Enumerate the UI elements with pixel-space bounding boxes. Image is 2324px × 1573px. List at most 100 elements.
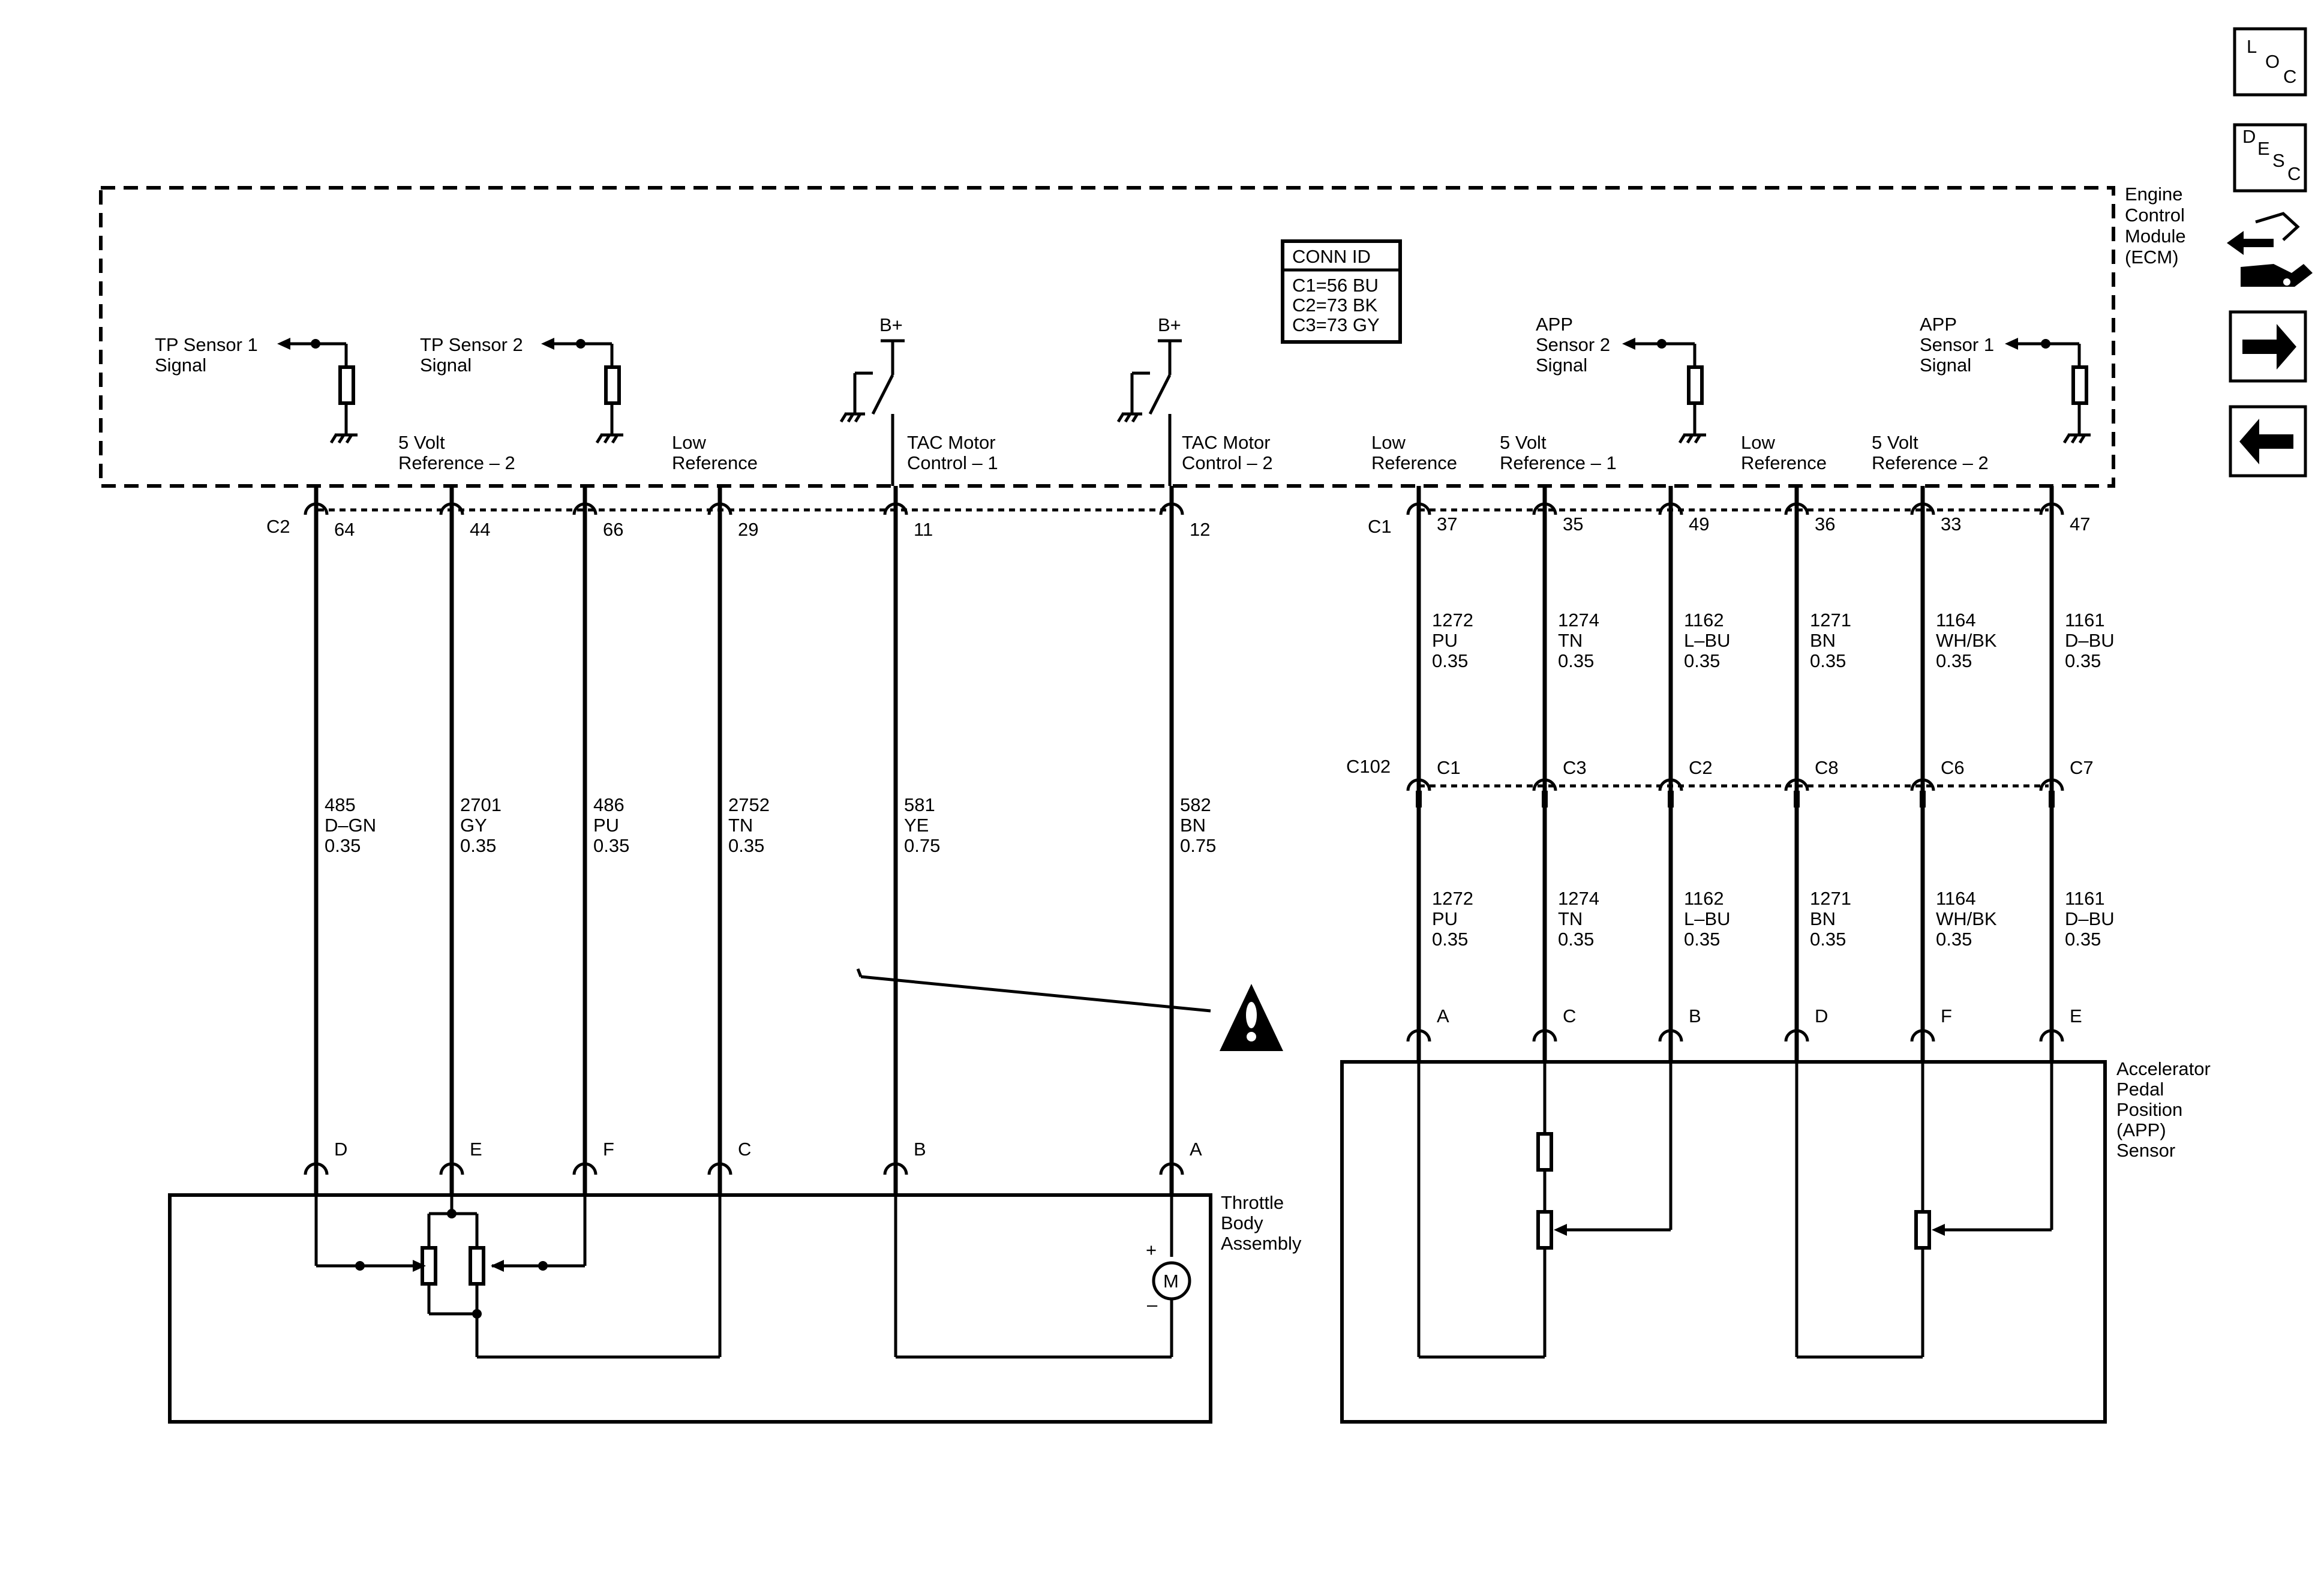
c102-pin-label: C8 [1815, 757, 1839, 778]
c102-pin-label: C7 [2070, 757, 2094, 778]
ecm-pin-number: 66 [603, 519, 623, 540]
previous-page-button[interactable] [2229, 405, 2307, 478]
ecm-pin-label-5v-ref-1: 5 Volt Reference – 1 [1500, 432, 1617, 473]
svg-text:B+: B+ [879, 314, 903, 335]
ecm-pin-number: 49 [1689, 514, 1709, 535]
ecm-connector-pin [1406, 502, 1431, 522]
connector-c102-label: C102 [1346, 756, 1391, 777]
ecm-connector-pin [1910, 502, 1935, 522]
device-pin-letter: D [334, 1139, 347, 1160]
device-pin-letter: A [1437, 1005, 1449, 1026]
ecm-connector-pin [1532, 502, 1557, 522]
ecm-label: Engine Control Module (ECM) [2125, 184, 2191, 268]
signal-app2: APP Sensor 2 Signal [1536, 314, 1706, 444]
desc-icon: D E S C [2242, 126, 2301, 184]
connector-tool-icon [2227, 212, 2313, 287]
ecm-pin-number: 37 [1437, 514, 1457, 535]
ecm-pin-number: 33 [1941, 514, 1961, 535]
tac-driver-2: B+ [1116, 314, 1182, 486]
app-sensor: Accelerator Pedal Position (APP) Sensor [1340, 1058, 2215, 1424]
device-connector-pin [707, 1161, 732, 1182]
device-connector-pin [2039, 1028, 2064, 1049]
c102-pin-label: C6 [1941, 757, 1965, 778]
svg-text:APP Sensor 2 S: APP Sensor 2 Signal [1536, 314, 1616, 376]
app-sensor-label: Accelerator Pedal Position (APP) Sensor [2116, 1058, 2215, 1161]
svg-text:B+: B+ [1158, 314, 1181, 335]
conn-id-line: C1=56 BU [1292, 275, 1379, 296]
conn-id-title: CONN ID [1292, 246, 1371, 267]
device-connector-pin [883, 1161, 908, 1182]
ecm-module: Engine Control Module (ECM) CONN ID C1=5… [99, 184, 2191, 488]
device-pin-letter: C [1563, 1005, 1576, 1026]
twisted-pair-line [860, 975, 1211, 1013]
next-page-button[interactable] [2229, 310, 2307, 383]
connector-tool-button[interactable] [2227, 212, 2313, 287]
c102-pin-label: C1 [1437, 757, 1461, 778]
loc-button[interactable]: L O C [2233, 27, 2307, 97]
signal-tp2: TP Sensor 2 Signal [420, 334, 623, 444]
motor-minus: – [1147, 1294, 1158, 1315]
device-connector-pin [1910, 1028, 1935, 1049]
device-connector-pin [1406, 1028, 1431, 1049]
ecm-connector-pin [572, 502, 597, 522]
caution-icon [1220, 984, 1283, 1051]
connector-c2-label: C2 [266, 516, 290, 537]
conn-id-line: C3=73 GY [1292, 314, 1380, 335]
device-connector-pin [1784, 1028, 1809, 1049]
loc-icon: L O C [2247, 36, 2296, 87]
ecm-boundary [99, 186, 2115, 488]
ecm-pin-number: 35 [1563, 514, 1583, 535]
ecm-connector-pin [883, 502, 908, 522]
ecm-pin-number: 64 [334, 519, 355, 540]
ecm-pin-label-5v-ref-2: 5 Volt Reference – 2 [1872, 432, 1989, 473]
desc-button[interactable]: D E S C [2233, 123, 2307, 193]
c102-pin-label: C3 [1563, 757, 1587, 778]
device-connector-pin [1532, 1028, 1557, 1049]
svg-text:TP Sensor 1 Signal: TP Sensor 1 Signal [155, 334, 263, 376]
device-connector-pin [439, 1161, 464, 1182]
ecm-pin-label-low-ref: Low Reference [1371, 432, 1457, 473]
connector-c1-label: C1 [1368, 516, 1392, 537]
ecm-pin-label-low-ref: Low Reference [1741, 432, 1827, 473]
signal-app1: APP Sensor 1 Signal [1920, 314, 2091, 444]
tac-driver-1: B+ [839, 314, 905, 486]
ecm-connector-pin [439, 502, 464, 522]
conn-id-table: CONN ID C1=56 BU C2=73 BK C3=73 GY [1281, 239, 1402, 344]
ecm-connector-pin [1784, 502, 1809, 522]
ecm-pin-label-tac-1: TAC Motor Control – 1 [907, 432, 1001, 473]
arrow-right-icon [2242, 324, 2296, 370]
conn-id-line: C2=73 BK [1292, 295, 1378, 316]
device-pin-letter: E [2070, 1005, 2082, 1026]
ecm-pin-label-tac-2: TAC Motor Control – 2 [1182, 432, 1275, 473]
motor-label: M [1163, 1271, 1179, 1292]
ecm-pin-number: 12 [1190, 519, 1210, 540]
ecm-connector-pin [707, 502, 732, 522]
ecm-pin-number: 47 [2070, 514, 2090, 535]
device-pin-letter: A [1190, 1139, 1202, 1160]
ecm-pin-number: 11 [914, 519, 933, 540]
device-pin-letter: C [738, 1139, 751, 1160]
device-pin-letter: F [603, 1139, 614, 1160]
throttle-body-assembly: Throttle Body Assembly M + – [168, 1192, 1302, 1424]
ecm-connector-pin [304, 502, 329, 522]
device-connector-pin [572, 1161, 597, 1182]
